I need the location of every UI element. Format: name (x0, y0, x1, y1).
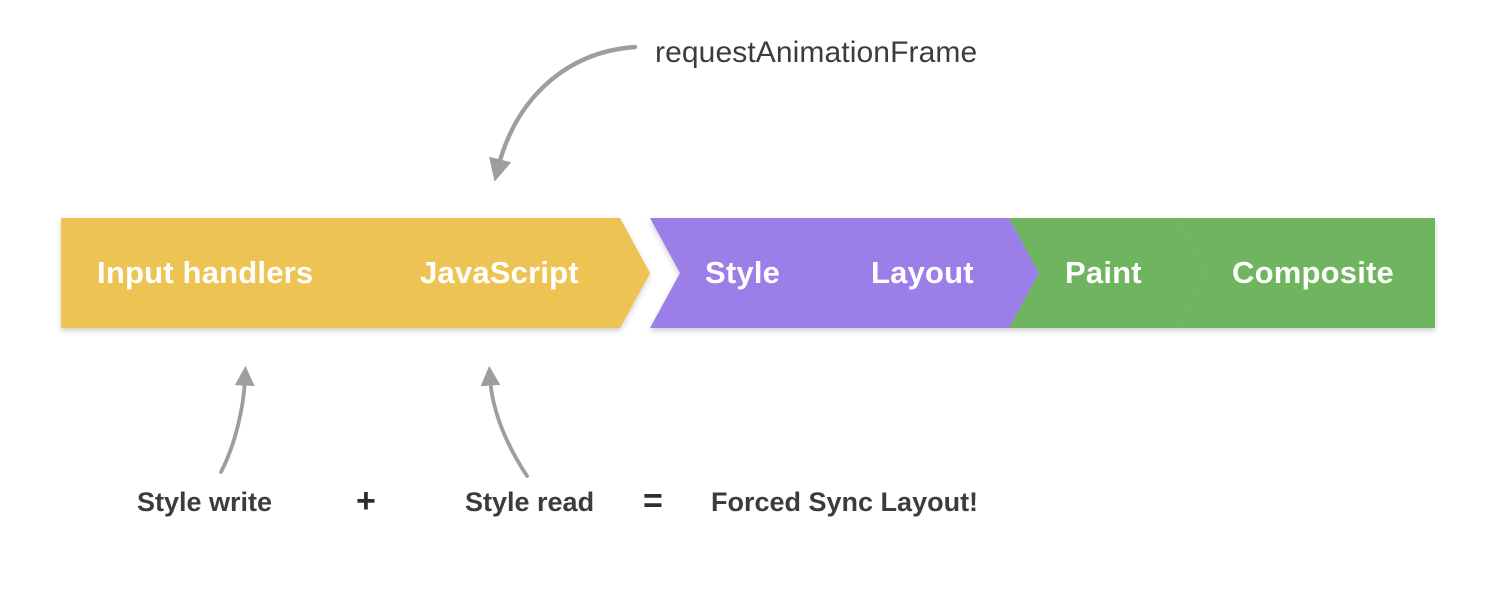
forced-sync-layout-label: Forced Sync Layout! (711, 487, 979, 517)
equals-operator: = (643, 482, 663, 520)
pipeline-segment-label: Style (705, 255, 781, 290)
pipeline-segment-label: JavaScript (420, 255, 579, 290)
pipeline-segment-label: Composite (1232, 255, 1394, 290)
style-write-label: Style write (137, 487, 273, 517)
pipeline-segment-label: Paint (1065, 255, 1142, 290)
pipeline-segment-label: Input handlers (97, 255, 314, 290)
style-write-arrow (219, 365, 255, 474)
request-animation-frame-label: requestAnimationFrame (655, 36, 978, 69)
style-read-arrow (480, 365, 529, 478)
pipeline-segment-paint[interactable]: Paint (1009, 218, 1207, 328)
pipeline-segment-label: Layout (871, 255, 974, 290)
pipeline-segment-javascript[interactable]: JavaScript (363, 218, 650, 328)
rendering-pipeline-bar: Input handlers JavaScript Style Layout P… (61, 218, 1435, 328)
pipeline-segment-layout[interactable]: Layout (819, 218, 1039, 328)
pipeline-segment-composite[interactable]: Composite (1177, 218, 1435, 328)
style-read-label: Style read (465, 487, 595, 517)
plus-operator: + (356, 482, 376, 520)
pipeline-segment-style[interactable]: Style (650, 218, 849, 328)
request-animation-frame-arrow (489, 44, 638, 182)
